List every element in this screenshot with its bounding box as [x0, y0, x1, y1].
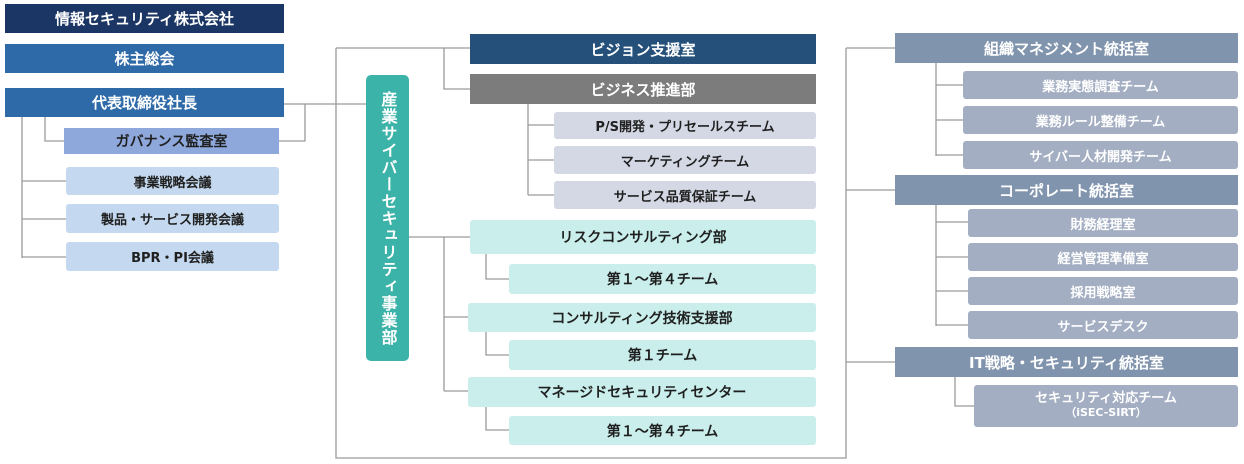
- meeting-node: 事業戦略会議: [66, 167, 279, 195]
- corporate-team-node: サービスデスク: [968, 311, 1238, 339]
- meeting-node: BPR・PI会議: [66, 242, 279, 271]
- managed-node: マネージドセキュリティセンター: [468, 377, 816, 407]
- it-security-team-node: セキュリティ対応チーム （iSEC-SIRT）: [974, 385, 1238, 427]
- corporate-team-node: 採用戦略室: [968, 277, 1238, 305]
- org-mgmt-node: 組織マネジメント統括室: [895, 33, 1238, 63]
- company-node: 情報セキュリティ株式会社: [5, 4, 284, 33]
- business-node: ビジネス推進部: [470, 74, 816, 104]
- president-node: 代表取締役社長: [5, 88, 284, 117]
- it-security-team-label: セキュリティ対応チーム: [1035, 391, 1177, 407]
- business-team-node: マーケティングチーム: [554, 146, 816, 174]
- meeting-node: 製品・サービス開発会議: [66, 204, 279, 233]
- it-security-team-sub: （iSEC-SIRT）: [1065, 406, 1147, 420]
- shareholders-node: 株主総会: [5, 44, 284, 73]
- risk-team-node: 第１～第４チーム: [509, 264, 816, 294]
- org-mgmt-team-node: 業務実態調査チーム: [963, 71, 1238, 99]
- managed-team-node: 第１～第４チーム: [509, 416, 816, 445]
- corporate-team-node: 経営管理準備室: [968, 243, 1238, 271]
- business-team-node: P/S開発・プリセールスチーム: [554, 112, 816, 139]
- corporate-node: コーポレート統括室: [895, 175, 1238, 205]
- business-team-node: サービス品質保証チーム: [554, 181, 816, 209]
- org-mgmt-team-node: 業務ルール整備チーム: [963, 106, 1238, 134]
- consult-tech-node: コンサルティング技術支援部: [468, 303, 816, 332]
- division-node: 産業サイバーセキュリティ事業部: [366, 75, 409, 361]
- it-strategy-node: IT戦略・セキュリティ統括室: [895, 347, 1238, 377]
- org-mgmt-team-node: サイバー人材開発チーム: [963, 141, 1238, 169]
- governance-node: ガバナンス監査室: [64, 128, 279, 154]
- risk-node: リスクコンサルティング部: [470, 220, 816, 254]
- consult-tech-team-node: 第１チーム: [509, 340, 816, 370]
- vision-node: ビジョン支援室: [470, 34, 816, 64]
- corporate-team-node: 財務経理室: [968, 209, 1238, 237]
